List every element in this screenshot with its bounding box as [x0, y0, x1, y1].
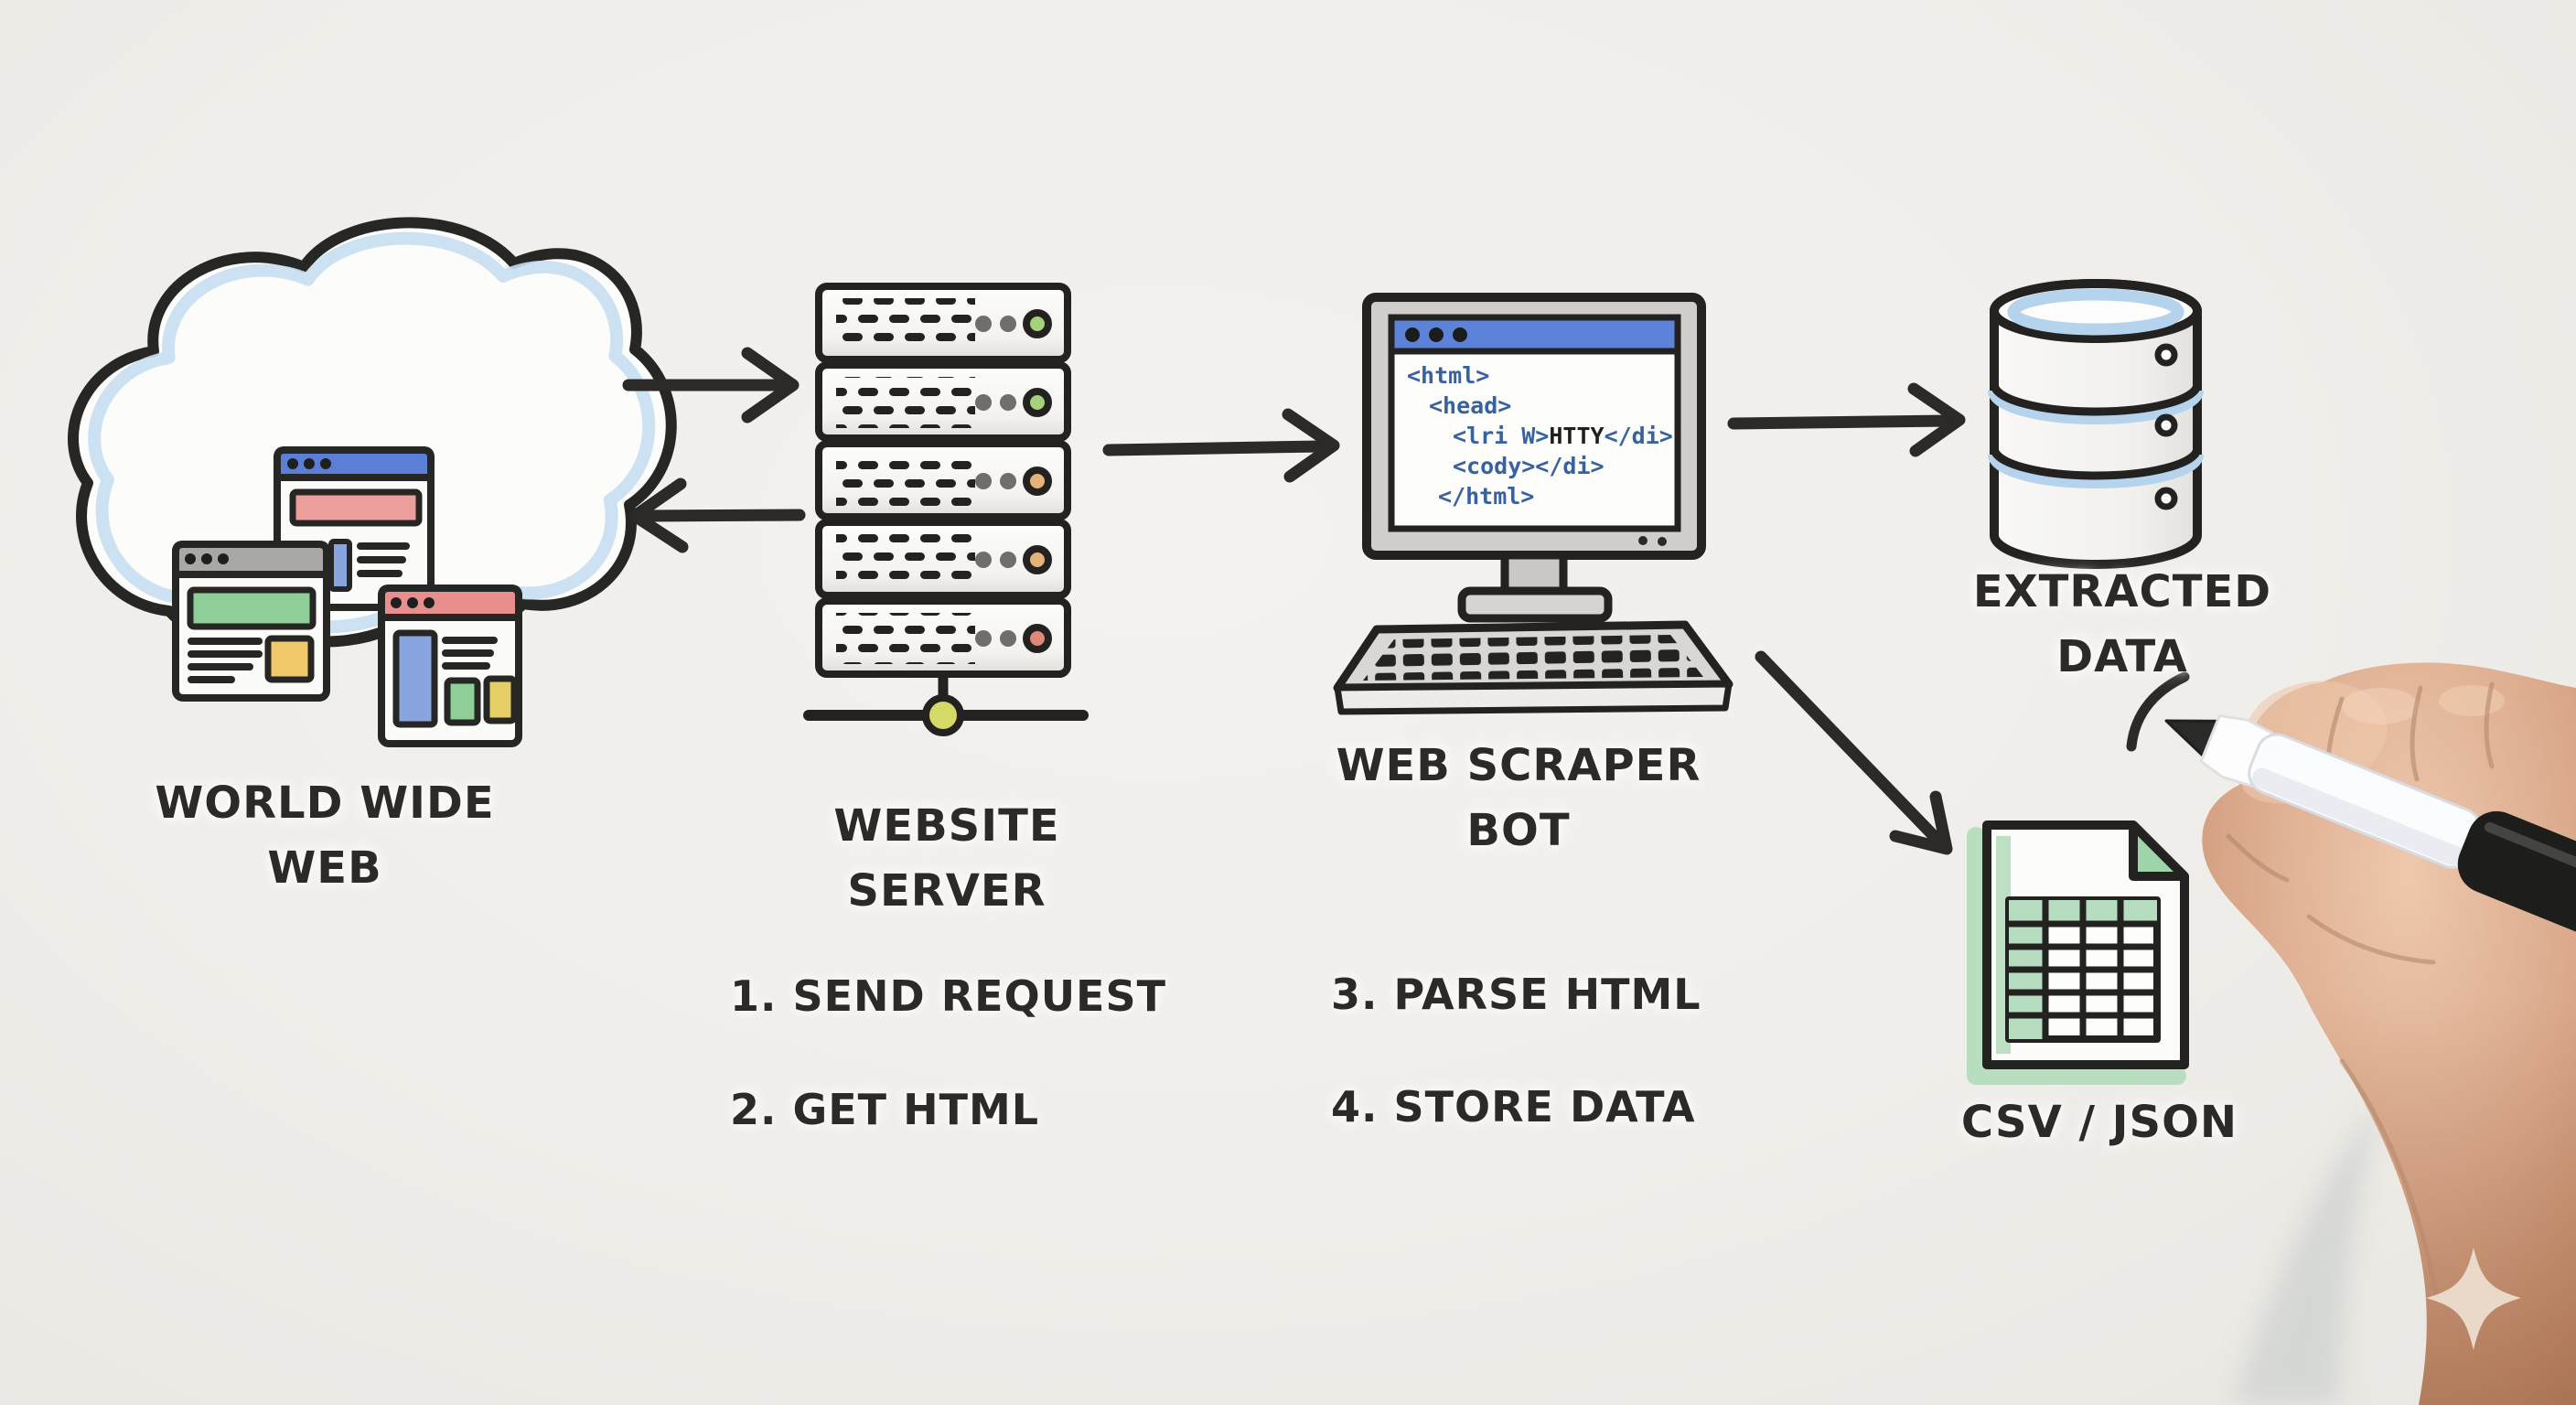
monitor-base	[1457, 586, 1613, 623]
code-line-5: </html>	[1438, 483, 1535, 509]
monitor-code-icon	[1362, 293, 1706, 623]
label-website-server: WEBSITE SERVER	[833, 800, 1060, 917]
server-vents	[836, 298, 975, 664]
label-web-scraper-bot: WEB SCRAPER BOT	[1336, 740, 1701, 857]
code-line-3-pre: <lri W>	[1453, 423, 1550, 449]
step-2-get-html: 2. GET HTML	[730, 1085, 1040, 1134]
server-led-lights	[1023, 309, 1052, 653]
pen-grip	[2457, 810, 2576, 948]
database-icon	[1988, 279, 2204, 569]
pen-curve-stroke	[2126, 671, 2190, 752]
browser-windows-icon	[172, 446, 522, 747]
browser-window-gray	[172, 541, 330, 702]
spreadsheet-grid	[2005, 896, 2161, 1043]
code-line-3-post: </di>	[1604, 423, 1673, 449]
label-csv-json: CSV / JSON	[1960, 1097, 2238, 1148]
code-line-1: <html>	[1407, 362, 1490, 389]
keyboard-icon	[1333, 620, 1733, 715]
code-line-4: <cody></di>	[1453, 453, 1605, 479]
code-line-3: <lri W>HTTY</di>	[1401, 421, 1681, 451]
server-status-dots	[975, 316, 1016, 647]
arrow-left-server-to-cloud	[628, 477, 806, 553]
code-line-2: <head>	[1429, 392, 1512, 419]
sparkle-icon	[2426, 1248, 2521, 1350]
monitor-code-text: <html> <head> <lri W>HTTY</di> <cody></d…	[1401, 360, 1681, 525]
server-rack-icon	[803, 283, 1089, 736]
hand-shadow	[2232, 1094, 2384, 1405]
step-1-send-request: 1. SEND REQUEST	[730, 971, 1166, 1021]
arrow-right-bot-to-database	[1727, 382, 1966, 457]
server-network-node	[803, 672, 1089, 736]
step-3-parse-html: 3. PARSE HTML	[1331, 970, 1701, 1019]
arrow-diagonal-bot-to-file	[1755, 650, 1953, 855]
arrow-right-server-to-bot	[1102, 408, 1340, 483]
hand-creases	[2226, 681, 2495, 1302]
marker-pen	[2164, 713, 2576, 948]
hand-with-marker	[2164, 662, 2576, 1405]
label-extracted-data: EXTRACTED DATA	[1972, 566, 2272, 683]
step-4-store-data: 4. STORE DATA	[1331, 1082, 1696, 1132]
label-world-wide-web: WORLD WIDE WEB	[155, 778, 495, 895]
browser-window-red	[378, 585, 522, 747]
arrow-right-cloud-to-server	[622, 347, 800, 424]
code-line-3-mid: HTTY	[1549, 423, 1605, 449]
csv-file-icon	[1967, 820, 2189, 1085]
